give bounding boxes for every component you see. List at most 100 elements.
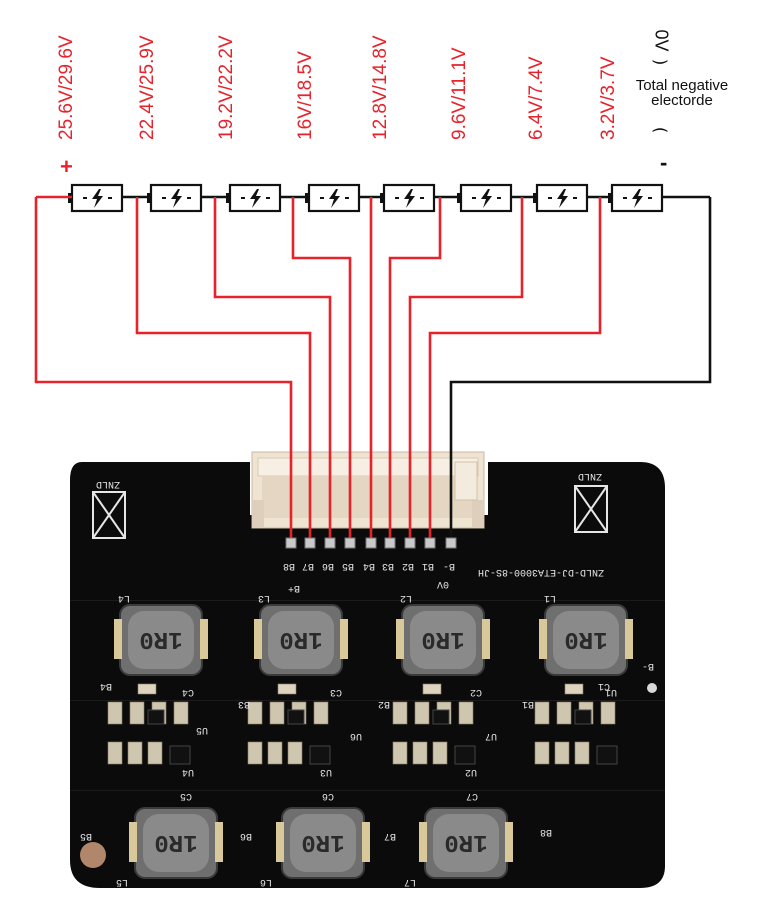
- inductor-marking: 1R0: [444, 828, 487, 855]
- inductor-ref: L1: [544, 592, 557, 603]
- smd-part: [269, 701, 285, 725]
- connector-pin: [445, 537, 457, 549]
- lightning-icon: [632, 189, 643, 208]
- inductor-ref: L3: [258, 592, 271, 603]
- inductor-L4: 1R0: [114, 604, 208, 676]
- ic-ref: U5: [196, 724, 209, 735]
- connector-pin: [424, 537, 436, 549]
- balance-ref: B3: [238, 698, 251, 709]
- smd-part: [137, 683, 157, 695]
- voltage-label-cell3: 9.6V/11.1V: [449, 47, 470, 140]
- cap-ref: C6: [322, 790, 335, 801]
- smd-part: [267, 741, 283, 765]
- connector-pin: [384, 537, 396, 549]
- balance-ref: B2: [378, 698, 391, 709]
- smd-part: [392, 701, 408, 725]
- bminus-edge-silkscreen: B-: [642, 660, 655, 671]
- zero-v-silkscreen: 0V: [437, 578, 450, 589]
- smd-part: [107, 741, 123, 765]
- inductor-ref: L4: [118, 592, 131, 603]
- close-paren: ): [650, 126, 671, 134]
- voltage-label-cell6: 19.2V/22.2V: [216, 35, 237, 140]
- connector-pin: [404, 537, 416, 549]
- ic-ref: U7: [485, 730, 498, 741]
- smd-part: [247, 741, 263, 765]
- cap-ref: C4: [182, 686, 195, 697]
- smd-part: [107, 701, 123, 725]
- battery-cell-5: [305, 183, 361, 213]
- balance-wire-2: [408, 197, 524, 540]
- pin-label: B4: [363, 560, 376, 571]
- ic-ref: U4: [182, 766, 195, 777]
- voltage-label-cell8: 25.6V/29.6V: [56, 35, 77, 140]
- pin-label: B2: [402, 560, 415, 571]
- inductor-marking: 1R0: [301, 828, 344, 855]
- plus-sign: +: [60, 154, 73, 179]
- mounting-hole: [80, 842, 106, 868]
- battery-cell-6: [226, 183, 282, 213]
- smd-part: [147, 741, 163, 765]
- balance-ref: B7: [384, 830, 397, 841]
- balance-wire-6: [213, 197, 332, 540]
- connector-pins: [285, 537, 457, 549]
- smd-part: [412, 741, 428, 765]
- battery-cell-3: [457, 183, 513, 213]
- inductor-ref: L2: [400, 592, 413, 603]
- inductor-marking: 1R0: [154, 828, 197, 855]
- balance-wires: [34, 195, 712, 540]
- smd-part: [313, 701, 329, 725]
- ic-ref: U3: [320, 766, 333, 777]
- ic-chip: [287, 709, 305, 725]
- voltage-label-cell4: 12.8V/14.8V: [370, 35, 391, 140]
- smd-part: [392, 741, 408, 765]
- smd-part: [600, 701, 616, 725]
- inductor-marking: 1R0: [139, 625, 182, 652]
- brand-logo-right: [574, 485, 608, 533]
- minus-sign: -: [660, 150, 668, 175]
- bplus-silkscreen: B+: [288, 582, 301, 593]
- pin-label: B5: [342, 560, 355, 571]
- connector-pin: [324, 537, 336, 549]
- model-silkscreen: ZNLD-DJ-ETA3000-8S-JH: [478, 566, 605, 577]
- negative-wire: [449, 197, 712, 540]
- cap-ref: C1: [598, 680, 611, 691]
- smd-part: [564, 683, 584, 695]
- smd-part: [458, 701, 474, 725]
- battery-cell-2: [533, 183, 589, 213]
- jst-connector: [251, 451, 485, 529]
- lightning-icon: [250, 189, 261, 208]
- lightning-icon: [557, 189, 568, 208]
- smd-part: [554, 741, 570, 765]
- inductor-marking: 1R0: [421, 625, 464, 652]
- ic-chip: [454, 745, 476, 765]
- balance-wire-5: [291, 197, 352, 540]
- smd-part: [534, 701, 550, 725]
- ic-chip: [169, 745, 191, 765]
- smd-components: [107, 683, 618, 765]
- smd-part: [287, 741, 303, 765]
- inductor-ref: L6: [260, 876, 273, 887]
- voltage-label-cell5: 16V/18.5V: [295, 51, 316, 140]
- balance-wire-7: [135, 197, 312, 540]
- total-negative-line2: electorde: [651, 92, 713, 109]
- connector-pin: [344, 537, 356, 549]
- total-negative-line1: Total negative: [635, 77, 729, 94]
- inductor-ref: L7: [404, 876, 417, 887]
- ic-chip: [432, 709, 450, 725]
- ic-ref: U2: [465, 766, 478, 777]
- pin-label: B7: [302, 560, 315, 571]
- brand-silkscreen-right: ZNLD: [578, 470, 603, 481]
- battery-cell-4: [380, 183, 436, 213]
- smd-part: [574, 741, 590, 765]
- ic-chip: [309, 745, 331, 765]
- lightning-icon: [329, 189, 340, 208]
- battery-cell-7: [147, 183, 203, 213]
- smd-part: [556, 701, 572, 725]
- lightning-icon: [92, 189, 103, 208]
- inductor-L6: 1R0: [276, 807, 370, 879]
- inductor-L1: 1R0: [539, 604, 633, 676]
- lightning-icon: [404, 189, 415, 208]
- pin-label: B1: [422, 560, 435, 571]
- inductor-marking: 1R0: [564, 625, 607, 652]
